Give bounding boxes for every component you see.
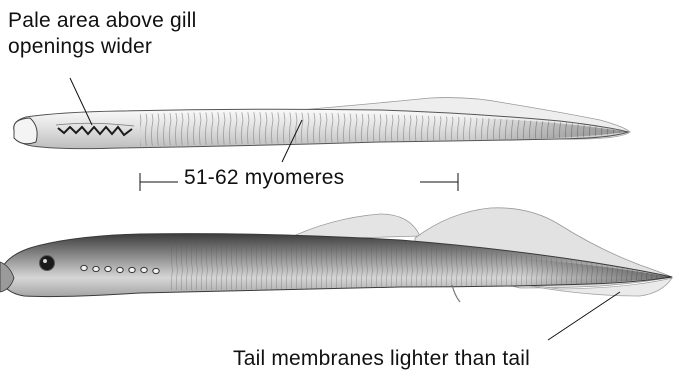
tail-annotation: Tail membranes lighter than tail	[233, 346, 530, 372]
adult-figure	[0, 208, 672, 302]
larva-figure	[14, 98, 630, 149]
adult-eye-highlight	[43, 259, 47, 263]
myomere-annotation: 51-62 myomeres	[181, 165, 347, 191]
gill-annotation-line1: Pale area above gill	[8, 8, 196, 34]
adult-eye	[40, 256, 55, 271]
gill-annotation-line2: openings wider	[8, 34, 196, 60]
gill-annotation: Pale area above gill openings wider	[8, 8, 196, 60]
larva-oral-hood	[14, 118, 37, 144]
adult-anal-papilla	[452, 285, 460, 302]
tail-pointer-line	[548, 292, 620, 340]
